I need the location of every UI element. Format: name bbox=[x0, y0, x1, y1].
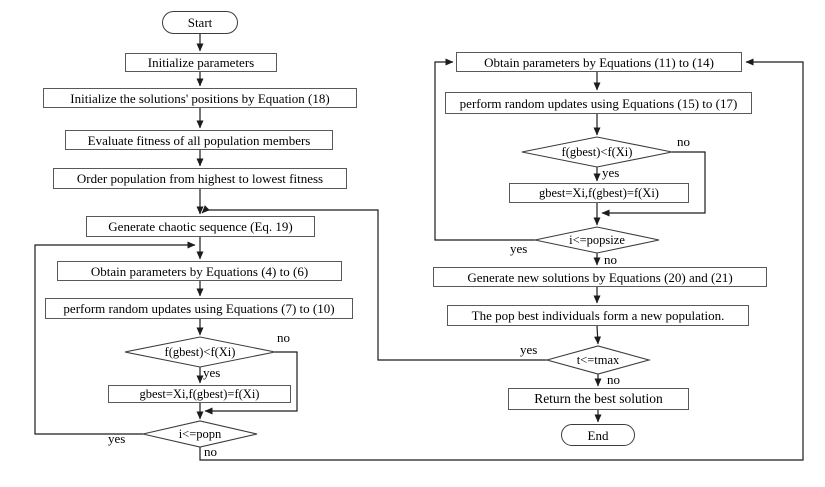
decision-tmax bbox=[544, 345, 652, 375]
node-init-positions-label: Initialize the solutions' positions by E… bbox=[70, 90, 330, 106]
edge-fitness-left-no bbox=[204, 351, 298, 415]
branch-no-fitness-left: no bbox=[277, 330, 290, 345]
node-evaluate-fitness: Evaluate fitness of all population membe… bbox=[65, 130, 333, 150]
node-generate-chaotic-label: Generate chaotic sequence (Eq. 19) bbox=[108, 219, 293, 234]
decision-popn bbox=[142, 420, 258, 448]
node-generate-new-solutions: Generate new solutions by Equations (20)… bbox=[433, 267, 767, 287]
node-random-updates-15-17-label: perform random updates using Equations (… bbox=[459, 95, 738, 111]
node-pop-best-label: The pop best individuals form a new popu… bbox=[471, 308, 725, 323]
node-init-params-label: Initialize parameters bbox=[147, 55, 255, 70]
node-obtain-params-4-6: Obtain parameters by Equations (4) to (6… bbox=[57, 261, 342, 281]
node-end-label: End bbox=[587, 427, 609, 443]
branch-yes-tmax: yes bbox=[520, 342, 538, 357]
node-obtain-params-4-6-label: Obtain parameters by Equations (4) to (6… bbox=[90, 263, 309, 279]
edge-popsize-yes-loop bbox=[434, 58, 535, 241]
branch-yes-fitness-left: yes bbox=[203, 365, 221, 380]
node-return-best: Return the best solution bbox=[508, 388, 689, 410]
node-start: Start bbox=[162, 11, 238, 34]
branch-no-popsize: no bbox=[604, 252, 617, 267]
node-return-best-label: Return the best solution bbox=[534, 391, 663, 407]
node-pop-best: The pop best individuals form a new popu… bbox=[447, 305, 749, 326]
branch-no-fitness-right: no bbox=[677, 134, 690, 149]
node-init-params: Initialize parameters bbox=[125, 53, 277, 72]
node-gbest-update-left: gbest=Xi,f(gbest)=f(Xi) bbox=[108, 385, 291, 403]
decision-fitness-right bbox=[521, 136, 673, 168]
node-generate-new-solutions-label: Generate new solutions by Equations (20)… bbox=[467, 269, 733, 285]
decision-popsize bbox=[534, 226, 660, 254]
edge-popn-yes-loop bbox=[34, 241, 196, 435]
node-gbest-update-right-label: gbest=Xi,f(gbest)=f(Xi) bbox=[539, 185, 659, 200]
node-obtain-params-11-14: Obtain parameters by Equations (11) to (… bbox=[456, 52, 742, 72]
branch-yes-fitness-right: yes bbox=[602, 165, 620, 180]
node-order-population: Order population from highest to lowest … bbox=[53, 168, 347, 189]
branch-yes-popsize: yes bbox=[510, 241, 528, 256]
node-start-label: Start bbox=[187, 15, 213, 30]
node-random-updates-7-10: perform random updates using Equations (… bbox=[45, 298, 353, 319]
node-evaluate-fitness-label: Evaluate fitness of all population membe… bbox=[87, 132, 311, 148]
decision-fitness-left bbox=[124, 336, 276, 368]
branch-yes-popn: yes bbox=[108, 431, 126, 446]
node-random-updates-7-10-label: perform random updates using Equations (… bbox=[63, 301, 335, 316]
branch-no-tmax: no bbox=[607, 372, 620, 387]
edge-pop-best-to-tmax bbox=[594, 325, 602, 345]
edge-tmax-yes-loop bbox=[201, 205, 547, 361]
node-generate-chaotic: Generate chaotic sequence (Eq. 19) bbox=[86, 216, 315, 237]
node-gbest-update-right: gbest=Xi,f(gbest)=f(Xi) bbox=[509, 183, 689, 203]
node-end: End bbox=[561, 424, 635, 446]
node-obtain-params-11-14-label: Obtain parameters by Equations (11) to (… bbox=[484, 54, 714, 70]
edge-fitness-right-no bbox=[601, 151, 706, 217]
edge-popn-no-to-obtain1114 bbox=[199, 58, 804, 461]
node-random-updates-15-17: perform random updates using Equations (… bbox=[445, 92, 752, 114]
node-init-positions: Initialize the solutions' positions by E… bbox=[43, 88, 357, 108]
branch-no-popn: no bbox=[204, 444, 217, 459]
node-gbest-update-left-label: gbest=Xi,f(gbest)=f(Xi) bbox=[139, 386, 260, 401]
node-order-population-label: Order population from highest to lowest … bbox=[76, 171, 324, 186]
